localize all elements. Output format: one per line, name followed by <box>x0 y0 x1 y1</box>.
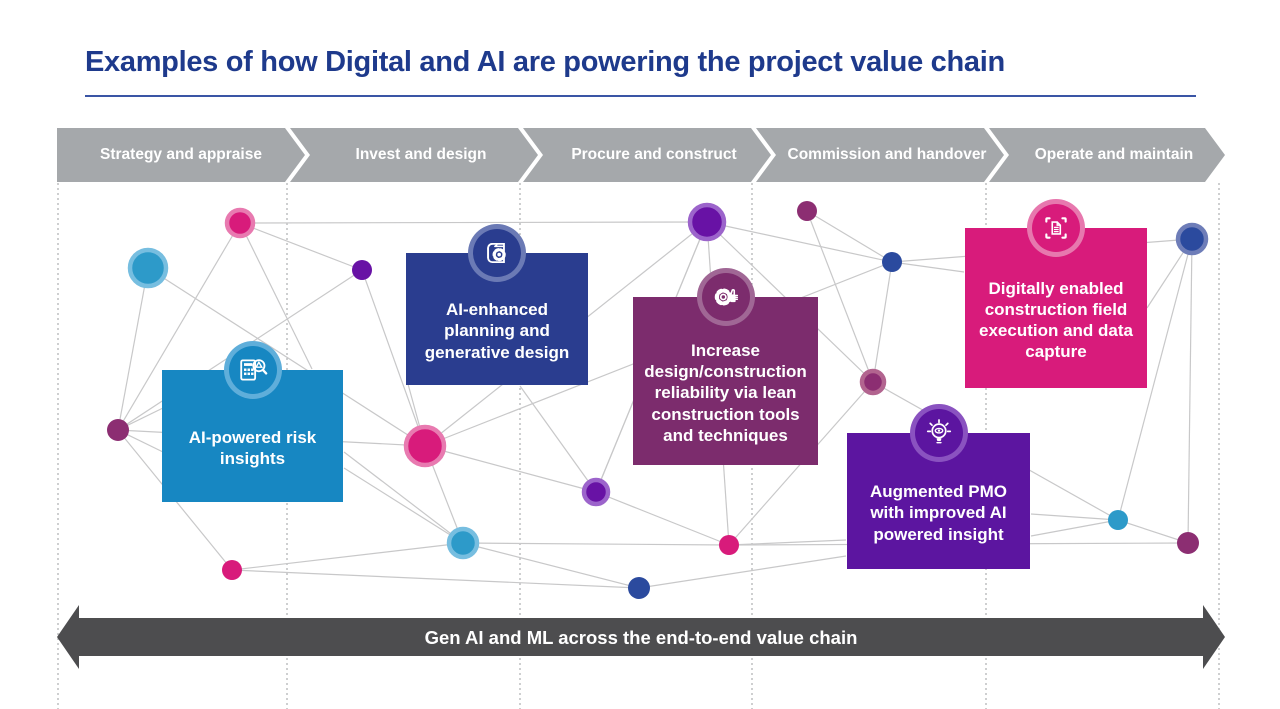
network-edge <box>424 445 597 493</box>
network-edge <box>361 269 426 447</box>
callout-ai-powered-risk-insights: AI-powered risk insights <box>162 341 343 502</box>
stage-operate-and-maintain: Operate and maintain <box>989 128 1225 182</box>
network-edge <box>872 261 893 383</box>
callout-label: Increase design/construction reliability… <box>644 341 807 445</box>
stage-commission-and-handover: Commission and handover <box>756 128 1004 182</box>
network-edge <box>117 222 241 431</box>
stage-invest-and-design: Invest and design <box>290 128 538 182</box>
network-edge <box>706 221 893 263</box>
network-edge <box>239 221 708 224</box>
network-edge <box>117 267 149 431</box>
network-edge <box>891 261 965 273</box>
network-node <box>446 526 480 560</box>
network-edge <box>806 210 893 263</box>
network-node <box>352 260 372 280</box>
callout-augmented-pmo: Augmented PMO with improved AI powered i… <box>847 404 1030 569</box>
callout-label: Digitally enabled construction field exe… <box>979 278 1133 362</box>
network-edge <box>1117 519 1189 544</box>
stage-strategy-and-appraise: Strategy and appraise <box>57 128 305 182</box>
network-node <box>581 477 611 507</box>
network-edge <box>1030 513 1119 521</box>
network-edge <box>519 385 597 493</box>
network-edge <box>343 451 464 544</box>
network-node <box>1175 222 1209 256</box>
network-node <box>719 535 739 555</box>
network-edge <box>1117 238 1193 521</box>
lightbulb-eye-icon <box>909 404 968 462</box>
title-underline <box>85 95 1196 97</box>
stage-label: Commission and handover <box>787 146 987 163</box>
risk-analysis-icon <box>223 341 282 399</box>
gear-thumbsup-icon <box>696 268 755 326</box>
network-edge <box>728 539 847 546</box>
stage-label: Operate and maintain <box>1034 146 1194 163</box>
document-scan-icon <box>1027 199 1085 257</box>
network-edge <box>1030 519 1119 537</box>
network-node <box>687 202 727 242</box>
network-edge <box>231 569 640 589</box>
network-edge <box>231 542 464 571</box>
stage-procure-and-construct: Procure and construct <box>523 128 771 182</box>
network-edge <box>343 467 464 544</box>
network-node <box>127 247 169 289</box>
network-node <box>222 560 242 580</box>
callout-label: Augmented PMO with improved AI powered i… <box>870 482 1007 544</box>
network-edge <box>638 555 847 589</box>
network-edge <box>462 542 730 546</box>
network-node <box>403 424 447 468</box>
network-node <box>628 577 650 599</box>
callout-ai-enhanced-planning: AI-enhanced planning and generative desi… <box>406 224 588 385</box>
network-node <box>797 201 817 221</box>
network-node <box>1108 510 1128 530</box>
network-node <box>107 419 129 441</box>
callout-digital-field-execution: Digitally enabled construction field exe… <box>965 199 1147 388</box>
network-edge <box>806 210 874 383</box>
stage-label: Strategy and appraise <box>100 146 262 163</box>
banner-label: Gen AI and ML across the end-to-end valu… <box>424 627 858 648</box>
network-edge <box>1187 238 1193 544</box>
network-node <box>859 368 887 396</box>
stage-label: Invest and design <box>355 146 487 163</box>
page-title: Examples of how Digital and AI are power… <box>85 46 1005 78</box>
stage-label: Procure and construct <box>571 146 737 163</box>
network-edge <box>595 491 730 546</box>
callout-label: AI-powered risk insights <box>188 427 317 468</box>
network-node <box>882 252 902 272</box>
network-node <box>224 207 256 239</box>
network-edge <box>462 542 640 589</box>
network-edge <box>239 222 313 370</box>
callout-lean-construction-reliability: Increase design/construction reliability… <box>633 268 818 465</box>
network-node <box>1177 532 1199 554</box>
blueprint-gear-icon <box>468 224 526 282</box>
network-edge <box>147 267 426 447</box>
callout-label: AI-enhanced planning and generative desi… <box>424 300 570 362</box>
network-edge <box>239 222 363 271</box>
